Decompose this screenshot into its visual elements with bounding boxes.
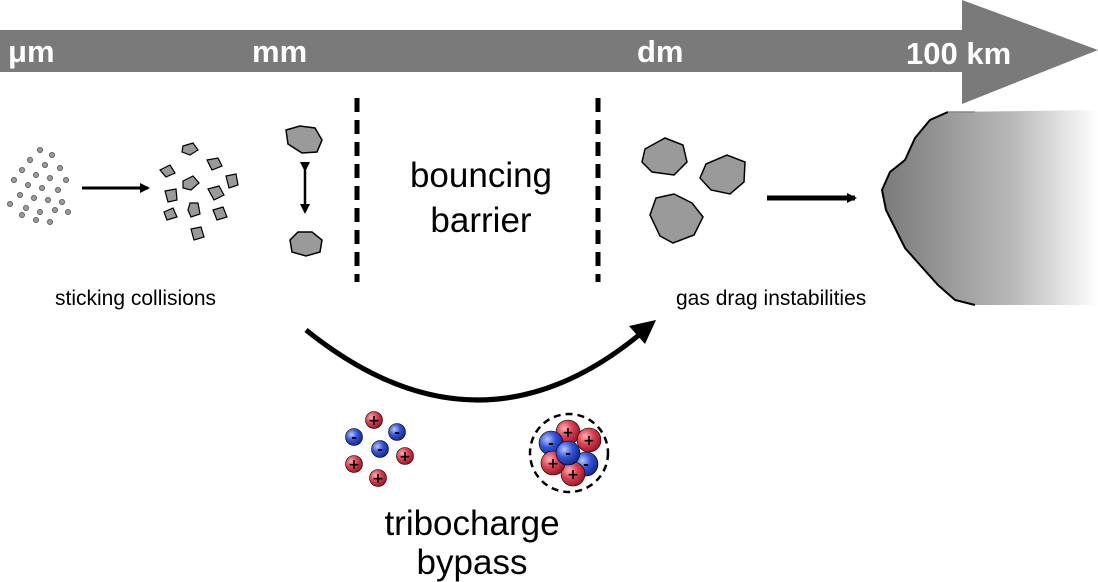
scale-label-um: μm: [8, 34, 55, 69]
plus-sign: +: [372, 471, 384, 487]
plus-sign: +: [567, 467, 579, 483]
dust-grain: [22, 204, 29, 211]
plus-sign: +: [583, 433, 595, 449]
positive-particle: [345, 455, 363, 473]
bypass-arrowhead: [629, 320, 656, 344]
planetesimal-edge: [880, 111, 976, 306]
dust-grain: [18, 166, 25, 173]
charged-aggregate: ++--++-: [528, 412, 610, 494]
barrier-label-line1: bouncing: [410, 156, 552, 195]
charged-grain: +: [345, 455, 363, 473]
gas-drag-label: gas drag instabilities: [676, 287, 866, 310]
charged-grain: -: [388, 423, 406, 441]
cluster-grain: +: [576, 427, 602, 453]
small-aggregates: [159, 142, 239, 241]
charged-grain: -: [371, 440, 389, 458]
dust-grain: [59, 198, 66, 205]
positive-particle: [576, 427, 602, 453]
scale-arrow-shape: [0, 0, 1098, 104]
dust-grain: [47, 174, 54, 181]
plus-sign: +: [562, 425, 574, 441]
charged-grain: -: [345, 428, 363, 446]
negative-particle: [388, 423, 406, 441]
dust-grain: [37, 208, 44, 215]
planetesimal: [882, 110, 1098, 305]
dust-grain: [55, 186, 62, 193]
plus-sign: +: [547, 456, 559, 472]
mm-grain-bottom: [289, 231, 323, 257]
dust-grain: [45, 196, 52, 203]
scale-label-dm: dm: [637, 34, 684, 69]
sticking-collisions-label: sticking collisions: [55, 287, 216, 310]
dust-grain: [30, 194, 37, 201]
bouncing-grains: [285, 125, 323, 257]
positive-particle: [365, 411, 383, 429]
negative-particle: [345, 428, 363, 446]
charged-grain: +: [396, 447, 414, 465]
dust-grain: [49, 151, 56, 158]
dust-grain: [33, 216, 40, 223]
dust-grain: [7, 200, 13, 207]
minus-sign: -: [565, 446, 571, 462]
cluster-grain: +: [560, 461, 586, 487]
minus-sign: -: [394, 425, 400, 441]
bypass-label-line1: tribocharge: [384, 504, 559, 543]
bypass-label-line2: bypass: [417, 543, 528, 582]
size-scale-arrow: μm mm dm 100 km: [0, 0, 1098, 104]
aggregate-boundary: [528, 412, 610, 494]
cluster-grain: -: [555, 440, 581, 466]
dust-grain: [16, 191, 23, 198]
charged-grains-loose: +---+++: [345, 411, 414, 487]
dm-pebbles: [641, 137, 746, 244]
charged-grain: +: [369, 469, 387, 487]
scale-label-100km: 100 km: [906, 36, 1011, 71]
cluster-particles: ++--++-: [538, 419, 602, 487]
charged-grain: +: [365, 411, 383, 429]
bypass-arrow: [304, 328, 647, 403]
minus-sign: -: [583, 457, 589, 473]
mm-grain-top: [285, 125, 323, 154]
plus-sign: +: [368, 413, 380, 429]
positive-particle: [396, 447, 414, 465]
dust-grain: [33, 171, 40, 178]
minus-sign: -: [377, 442, 383, 458]
positive-particle: [369, 469, 387, 487]
dust-grain: [47, 218, 54, 225]
dust-grain: [63, 176, 70, 183]
plus-sign: +: [399, 449, 411, 465]
dust-grain: [26, 156, 33, 163]
dust-grain: [65, 208, 72, 215]
minus-sign: -: [351, 430, 357, 446]
dust-grain: [24, 181, 31, 188]
dust-grain: [37, 146, 44, 153]
barrier-label-line2: barrier: [430, 201, 531, 240]
minus-sign: -: [548, 436, 554, 452]
negative-particle: [555, 440, 581, 466]
dust-grains: [7, 146, 72, 225]
scale-label-mm: mm: [252, 34, 307, 69]
dust-grain: [10, 176, 17, 183]
negative-particle: [371, 440, 389, 458]
dust-grain: [52, 206, 59, 213]
dust-grain: [39, 184, 46, 191]
plus-sign: +: [348, 457, 360, 473]
dust-grain: [42, 161, 49, 168]
dust-grain: [18, 211, 25, 218]
dust-grain: [57, 164, 64, 171]
